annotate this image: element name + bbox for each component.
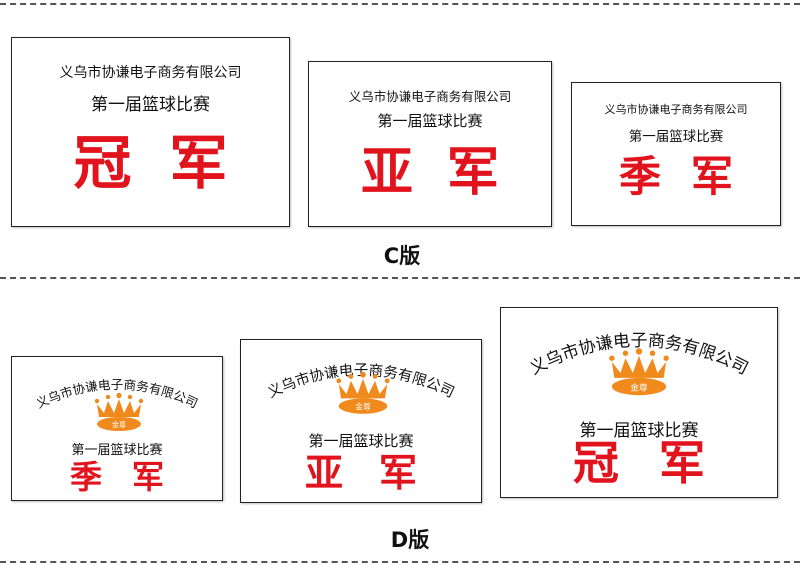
rank-char: 军	[379, 450, 418, 495]
company-name: 义乌市协谦电子商务有限公司	[59, 65, 242, 81]
crown-label: 金尊	[355, 401, 371, 411]
rank-char: 季	[69, 458, 102, 496]
divider-middle	[0, 277, 800, 279]
divider-top	[0, 3, 800, 5]
plate-c-champion: 义乌市协谦电子商务有限公司 第一届篮球比赛 冠军	[11, 37, 290, 227]
divider-bottom	[0, 561, 800, 563]
rank-title: 亚军	[241, 450, 481, 496]
rank-title: 季军	[12, 457, 222, 497]
rank-char: 军	[659, 436, 705, 490]
event-title: 第一届篮球比赛	[579, 421, 699, 441]
rank-char: 亚	[360, 142, 413, 203]
version-label-c: C版	[383, 244, 421, 268]
event-title: 第一届篮球比赛	[71, 443, 163, 458]
rank-char: 军	[447, 142, 500, 203]
event-title: 第一届篮球比赛	[308, 432, 414, 450]
rank-char: 冠	[73, 129, 132, 197]
rank-title: 冠军	[501, 436, 777, 490]
rank-char: 军	[132, 458, 165, 496]
company-name: 义乌市协谦电子商务有限公司	[604, 103, 748, 116]
rank-char: 季	[618, 152, 661, 201]
rank-char: 军	[691, 152, 734, 201]
event-title: 第一届篮球比赛	[91, 95, 210, 115]
crown-label: 金尊	[630, 381, 648, 393]
plate-d-champion: 义乌市协谦电子商务有限公司 金尊 第一届篮球比赛 冠军	[500, 307, 778, 498]
company-name: 义乌市协谦电子商务有限公司	[348, 89, 512, 104]
plate-d-third: 义乌市协谦电子商务有限公司 金尊 第一届篮球比赛 季军	[11, 356, 223, 501]
rank-title: 季军	[572, 151, 780, 203]
rank-title: 冠军	[12, 128, 289, 198]
plate-c-third: 义乌市协谦电子商务有限公司 第一届篮球比赛 季军	[571, 82, 781, 226]
rank-char: 冠	[573, 436, 619, 490]
event-title: 第一届篮球比赛	[377, 112, 483, 130]
crown-icon: 金尊	[94, 393, 144, 431]
rank-char: 亚	[304, 450, 343, 495]
crown-icon: 金尊	[609, 348, 669, 396]
rank-char: 军	[169, 129, 228, 197]
plate-d-runner-up: 义乌市协谦电子商务有限公司 金尊 第一届篮球比赛 亚军	[240, 339, 482, 503]
rank-title: 亚军	[309, 142, 551, 204]
crown-icon: 金尊	[336, 372, 390, 414]
event-title: 第一届篮球比赛	[628, 129, 724, 145]
crown-label: 金尊	[112, 420, 126, 429]
version-label-d: D版	[390, 528, 430, 552]
plate-c-runner-up: 义乌市协谦电子商务有限公司 第一届篮球比赛 亚军	[308, 61, 552, 227]
